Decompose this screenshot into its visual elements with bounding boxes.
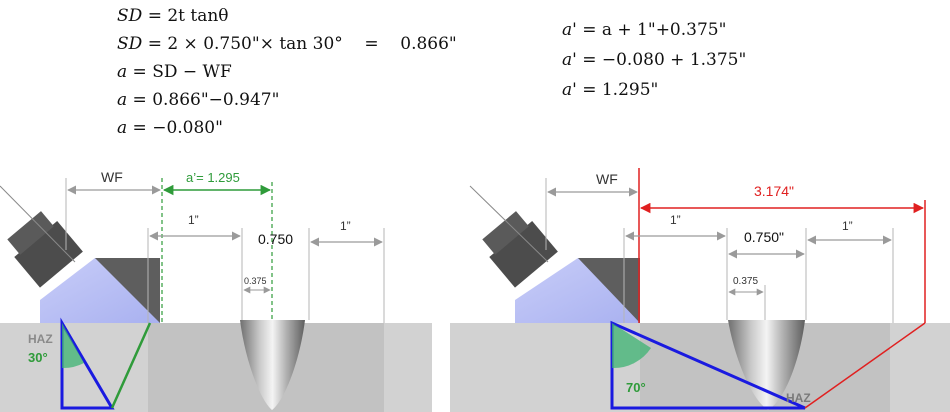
equation-line: a' = 1.295" xyxy=(562,80,659,100)
equation-line: a' = a + 1"+0.375" xyxy=(562,20,727,40)
wedge-block xyxy=(95,258,160,323)
equation-line: a = −0.080" xyxy=(117,118,223,138)
equation-line: a' = −0.080 + 1.375" xyxy=(562,50,747,70)
left-diagram: WF a’= 1.295 1” 0.750 1” 0.375 HAZ 30° xyxy=(0,169,432,412)
equation-line: SD = 2t tanθ xyxy=(117,6,229,26)
one-inch-label: 1” xyxy=(842,219,853,233)
a-prime-label: a’= 1.295 xyxy=(186,170,240,185)
one-inch-label: 1” xyxy=(670,213,681,227)
transducer xyxy=(7,211,83,288)
angle-label: 70° xyxy=(626,380,646,395)
angle-wedge xyxy=(62,323,84,369)
wf-label: WF xyxy=(101,169,123,185)
beam-centerline xyxy=(0,185,76,263)
angle-wedge xyxy=(612,323,651,369)
small-dimension-label: 0.375 xyxy=(733,276,758,287)
haz-label: HAZ xyxy=(28,332,53,346)
side-drilled-hole xyxy=(728,320,805,410)
haz-label: HAZ xyxy=(786,391,811,405)
beam-centerline xyxy=(469,185,549,263)
wf-label: WF xyxy=(596,171,618,187)
equation-line: SD = 2 × 0.750"× tan 30° = 0.866" xyxy=(117,34,457,54)
one-inch-label: 1” xyxy=(340,219,351,233)
small-dimension-label: 0.375 xyxy=(244,276,267,286)
equation-line: a = SD − WF xyxy=(117,62,232,82)
right-diagram: WF 3.174" 1” 0.750" 1” 0.375 70° HAZ xyxy=(450,168,950,412)
equation-line: a = 0.866"−0.947" xyxy=(117,90,280,110)
thickness-label: 0.750 xyxy=(258,231,293,247)
one-inch-label: 1” xyxy=(188,213,199,227)
reflected-beam xyxy=(110,322,152,409)
transducer xyxy=(482,211,558,288)
side-drilled-hole xyxy=(240,320,305,410)
distance-label: 3.174" xyxy=(754,183,794,199)
thickness-label: 0.750" xyxy=(744,229,784,245)
angle-label: 30° xyxy=(28,350,48,365)
reflected-beam xyxy=(804,322,926,409)
